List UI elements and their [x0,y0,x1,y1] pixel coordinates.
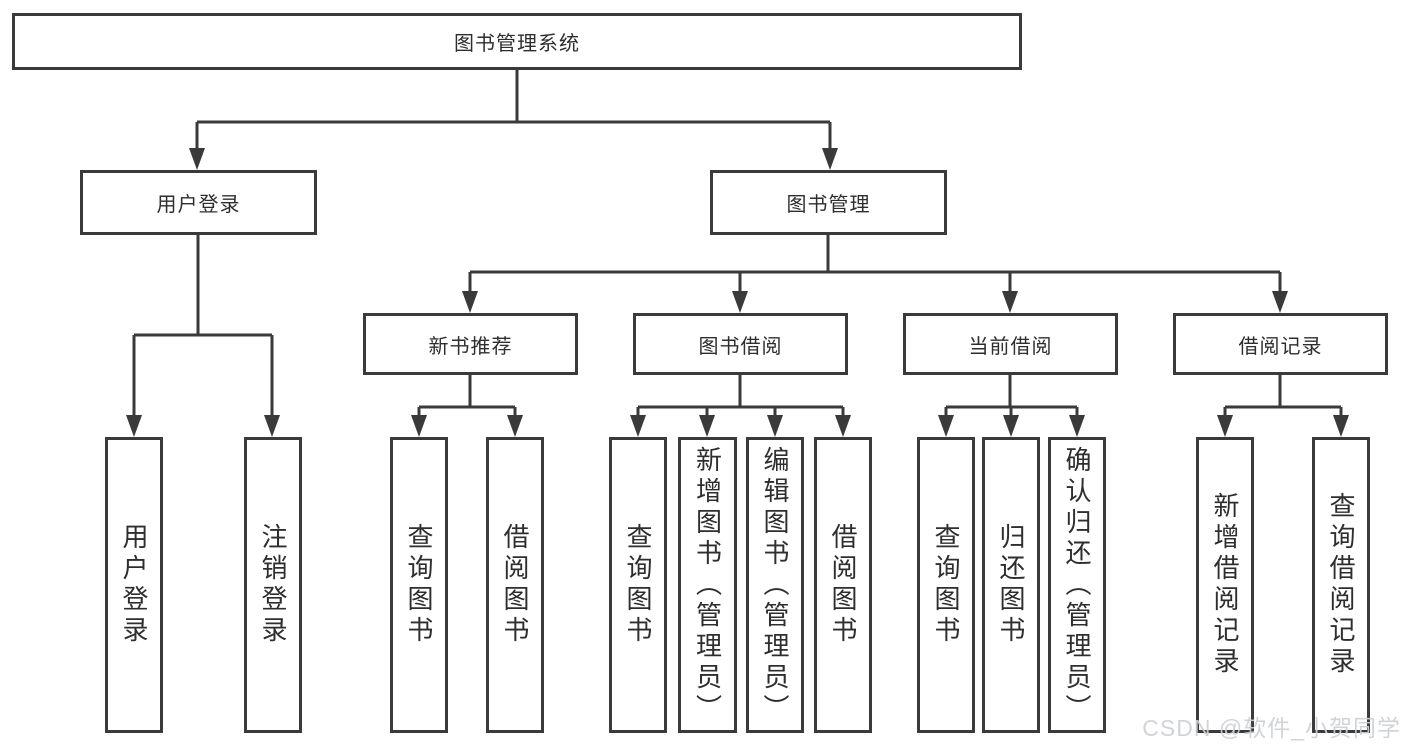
leaf-borrow-query-books: 查询图书 [609,437,667,733]
leaf-current-query-books-label: 查询图书 [931,523,961,647]
node-new-book-recommend-label: 新书推荐 [428,335,513,358]
node-borrow-records: 借阅记录 [1173,313,1388,375]
leaf-query-borrow-record-label: 查询借阅记录 [1326,492,1356,678]
leaf-user-login: 用户登录 [105,437,163,733]
leaf-return-books-label: 归还图书 [996,523,1026,647]
connector-user-login-to-leaves [126,235,280,437]
leaf-query-borrow-record: 查询借阅记录 [1312,437,1370,733]
leaf-logout-label: 注销登录 [258,523,288,647]
leaf-add-books-admin-label: 新增图书（管理员） [692,445,723,725]
node-current-borrow: 当前借阅 [903,313,1118,375]
watermark-text: CSDN @软件_小贺同学 [1142,715,1401,741]
node-book-management: 图书管理 [710,170,947,235]
node-root-label: 图书管理系统 [454,33,580,55]
node-root: 图书管理系统 [12,13,1022,70]
leaf-new-book-query-books-label: 查询图书 [404,523,434,647]
node-new-book-recommend: 新书推荐 [363,313,578,375]
connector-book-management-to-level3 [462,235,1288,313]
connector-book-borrow-to-leaves [630,375,851,437]
leaf-edit-books-admin: 编辑图书（管理员） [746,437,804,733]
leaf-current-query-books: 查询图书 [917,437,975,733]
node-current-borrow-label: 当前借阅 [968,335,1053,358]
leaf-add-books-admin: 新增图书（管理员） [678,437,737,733]
node-borrow-records-label: 借阅记录 [1238,335,1323,358]
leaf-new-book-borrow-books-label: 借阅图书 [500,523,530,647]
leaf-new-book-borrow-books: 借阅图书 [486,437,544,733]
leaf-add-borrow-record: 新增借阅记录 [1196,437,1254,733]
leaf-logout: 注销登录 [244,437,302,733]
leaf-borrow-books-label: 借阅图书 [828,523,858,647]
leaf-user-login-label: 用户登录 [119,523,149,647]
connector-current-borrow-to-leaves [938,375,1085,437]
connector-borrow-records-to-leaves [1217,375,1349,437]
connector-new-book-to-leaves [411,375,523,437]
leaf-return-books: 归还图书 [982,437,1040,733]
leaf-borrow-books: 借阅图书 [814,437,872,733]
leaf-add-borrow-record-label: 新增借阅记录 [1210,492,1240,678]
node-user-login-label: 用户登录 [156,194,241,216]
leaf-edit-books-admin-label: 编辑图书（管理员） [760,445,790,725]
leaf-confirm-return-admin-label: 确认归还（管理员） [1062,445,1092,725]
node-book-borrow-label: 图书借阅 [698,335,783,358]
leaf-new-book-query-books: 查询图书 [390,437,448,733]
node-book-management-label: 图书管理 [786,194,871,216]
leaf-confirm-return-admin: 确认归还（管理员） [1048,437,1106,733]
connector-root-to-level2 [189,70,838,170]
node-user-login: 用户登录 [80,170,317,235]
leaf-borrow-query-books-label: 查询图书 [623,523,653,647]
node-book-borrow: 图书借阅 [633,313,848,375]
